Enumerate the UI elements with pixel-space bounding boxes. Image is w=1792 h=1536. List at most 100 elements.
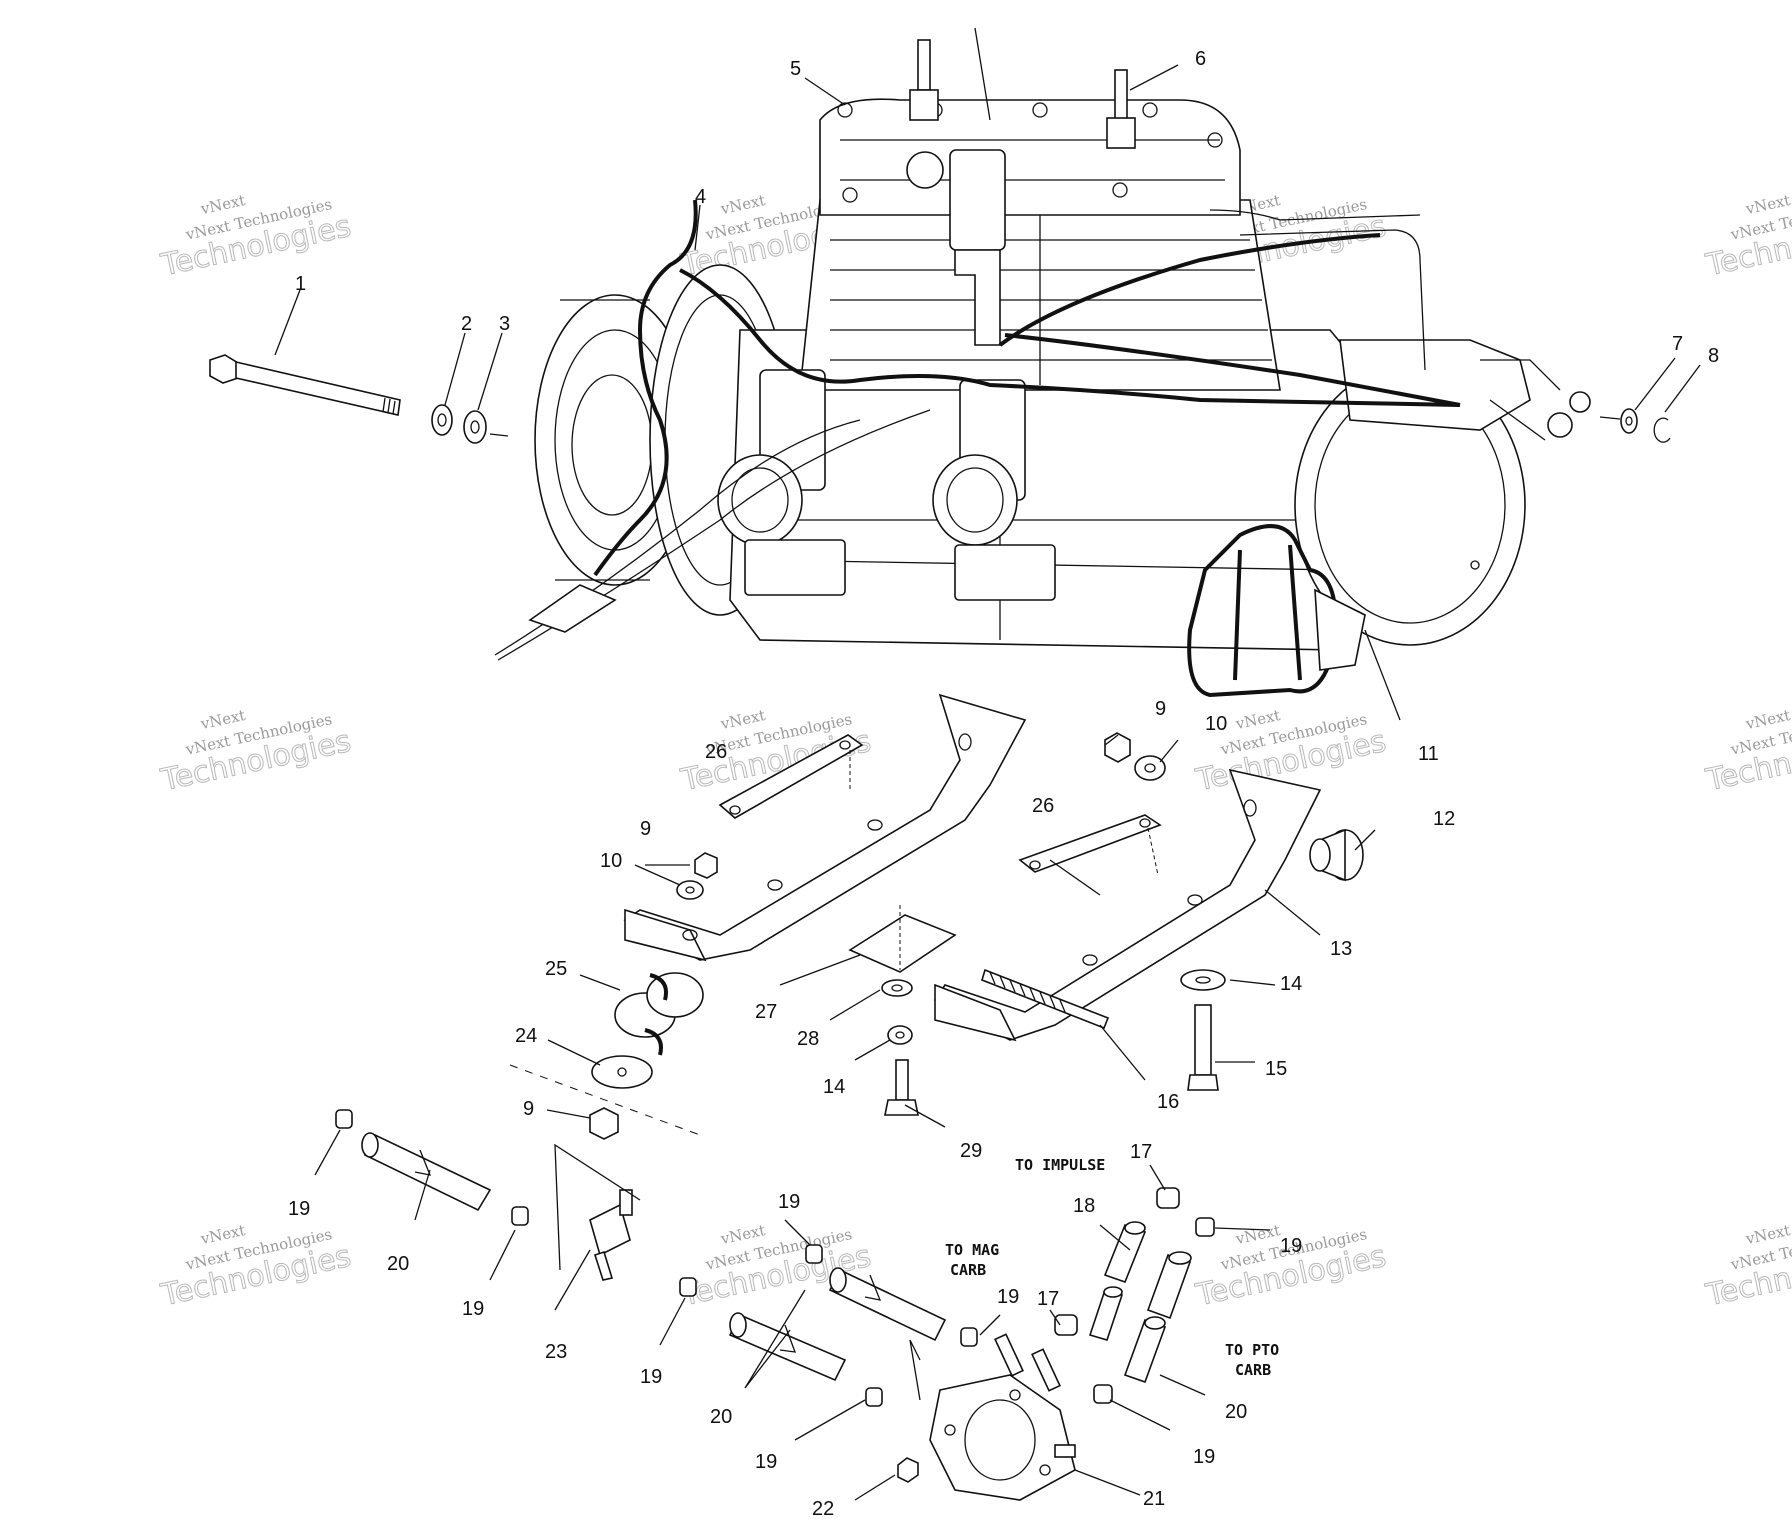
callout-19: 19: [1280, 1235, 1302, 1257]
callout-19: 19: [288, 1198, 310, 1220]
watermark: vNext vNext Technologies Technologies: [157, 191, 355, 284]
callout-19: 19: [640, 1366, 662, 1388]
callout-10: 10: [1205, 713, 1227, 735]
callout-25: 25: [545, 958, 567, 980]
hose-clamp-19f: [865, 1387, 883, 1407]
bolt-15: [1187, 1004, 1219, 1091]
callout-20: 20: [710, 1406, 732, 1428]
fuel-line-18: [1088, 1221, 1147, 1341]
bolt-29: [884, 1059, 919, 1116]
plate-27: [848, 905, 957, 973]
callout-13: 13: [1330, 938, 1352, 960]
water-outlet: [906, 149, 1006, 346]
cylinder-head: [819, 98, 1241, 216]
watermark: vNext vNext Technologies Technologies: [1702, 191, 1792, 284]
hose-clamp-19e: [960, 1327, 978, 1347]
callout-28: 28: [797, 1028, 819, 1050]
callout-3: 3: [499, 313, 510, 335]
washer-7: [1620, 408, 1638, 434]
callout-4: 4: [695, 186, 706, 208]
note-to-pto-carb: TO PTO: [1225, 1341, 1279, 1359]
hose-clamp-19d: [805, 1244, 823, 1264]
hose-clamp-17b: [1054, 1314, 1078, 1336]
callout-16: 16: [1157, 1091, 1179, 1113]
hose-clamp-19a: [335, 1109, 353, 1129]
callout-15: 15: [1265, 1058, 1287, 1080]
washer-2: [431, 404, 453, 436]
lock-washer-14b: [887, 1025, 913, 1045]
engine-mount-bracket-left: [623, 693, 1027, 962]
callout-11: 11: [1418, 743, 1439, 765]
callout-6: 6: [1195, 48, 1206, 70]
nut-22: [897, 1457, 919, 1483]
callout-29: 29: [960, 1140, 982, 1162]
shutoff-valve-23: [554, 1143, 641, 1281]
hose-clamp-19g: [1195, 1217, 1215, 1237]
bolt-1: [209, 354, 401, 416]
spark-plug-mag: [909, 39, 939, 121]
callout-2: 2: [461, 313, 472, 335]
callout-19: 19: [1193, 1446, 1215, 1468]
callout-26: 26: [1032, 795, 1054, 817]
callout-19: 19: [755, 1451, 777, 1473]
callout-22: 22: [812, 1498, 834, 1520]
e-clip-8: [1653, 417, 1671, 443]
note-to-mag-carb: CARB: [950, 1261, 986, 1279]
callout-21: 21: [1143, 1488, 1165, 1510]
callout-23: 23: [545, 1341, 567, 1363]
hose-clamp-19b: [511, 1206, 529, 1226]
hose-clamp-17a: [1156, 1187, 1180, 1209]
callout-19: 19: [778, 1191, 800, 1213]
callout-9: 9: [523, 1098, 534, 1120]
callout-24: 24: [515, 1025, 537, 1047]
nut-9b: [1104, 732, 1131, 763]
callout-19: 19: [997, 1286, 1019, 1308]
routing-notes: TO IMPULSE TO MAG CARB TO PTO CARB: [945, 1156, 1279, 1379]
washer-24: [591, 1055, 653, 1089]
hose-clamp-19c: [679, 1277, 697, 1297]
callout-8: 8: [1708, 345, 1719, 367]
rod-16: [981, 968, 1110, 1030]
callout-9: 9: [640, 818, 651, 840]
fuel-pump-21: [909, 1333, 1076, 1501]
fuel-hose-20d: [1123, 1251, 1192, 1384]
fuel-hose-20a: [361, 1132, 492, 1212]
callout-18: 18: [1073, 1195, 1095, 1217]
leader-lines: [274, 64, 1701, 1501]
watermark: vNext vNext Technologies Technologies: [1192, 1221, 1390, 1314]
callout-10: 10: [600, 850, 622, 872]
watermark: vNext vNext Technologies Technologies: [1702, 706, 1792, 799]
callout-14: 14: [823, 1076, 845, 1098]
magneto-cover: [1294, 364, 1526, 646]
cap-12: [1309, 828, 1364, 882]
damper-25: [614, 972, 704, 1056]
washer-28: [881, 979, 913, 997]
engine-assembly: [494, 27, 1591, 698]
watermark: vNext vNext Technologies Technologies: [1192, 706, 1390, 799]
callout-labels: 1 2 3 4 5 6 7 8 9 10 11 12 13 14 9 10 26…: [288, 48, 1719, 1520]
callout-1: 1: [295, 273, 306, 295]
callout-14: 14: [1280, 973, 1302, 995]
washer-10b: [1134, 755, 1166, 781]
coolant-hose: [593, 199, 698, 577]
watermark: vNext vNext Technologies Technologies: [157, 706, 355, 799]
note-to-pto-carb: CARB: [1235, 1361, 1271, 1379]
strap-26-upper: [718, 734, 864, 819]
callout-20: 20: [1225, 1401, 1247, 1423]
engine-mount-bracket-right: [933, 768, 1322, 1042]
callout-27: 27: [755, 1001, 777, 1023]
watermark: vNext vNext Technologies Technologies: [157, 1221, 355, 1314]
nut-9a: [694, 852, 718, 879]
fuel-hose-20b: [728, 1312, 847, 1382]
callout-19: 19: [462, 1298, 484, 1320]
callout-26: 26: [705, 741, 727, 763]
nut-9c: [589, 1107, 619, 1140]
callout-17: 17: [1037, 1288, 1059, 1310]
callout-7: 7: [1672, 333, 1683, 355]
callout-5: 5: [790, 58, 801, 80]
washer-14a: [1180, 969, 1226, 991]
note-to-mag-carb: TO MAG: [945, 1241, 999, 1259]
note-to-impulse: TO IMPULSE: [1015, 1156, 1105, 1174]
watermark: vNext vNext Technologies Technologies: [1702, 1221, 1792, 1314]
